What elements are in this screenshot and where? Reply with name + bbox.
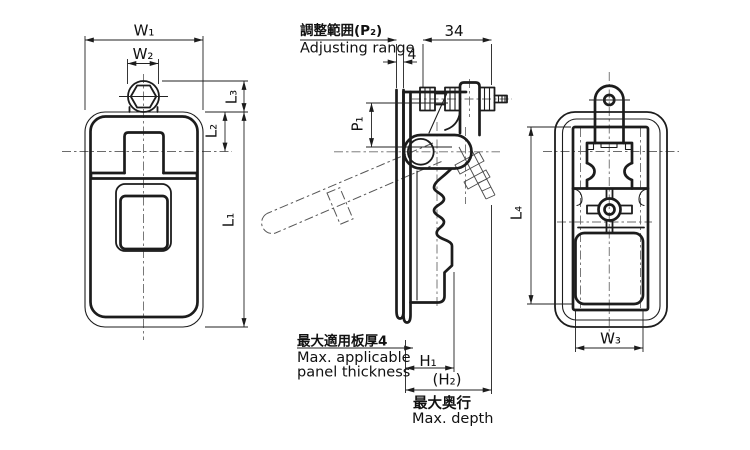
front-view: W₁ W₂ L₃ L₂ L₁ xyxy=(62,22,248,340)
side-view: 調整範囲(P₂) Adjusting range 34 4 P₁ 最大適用板厚4… xyxy=(261,22,512,427)
adjusting-range-en: Adjusting range xyxy=(300,41,415,57)
keeper-cam-profile xyxy=(585,161,634,190)
front-body-inner xyxy=(89,115,199,319)
dim-label-4: 4 xyxy=(408,47,417,63)
rear-view: L₄ W₃ xyxy=(508,72,679,352)
bracket-slant-line xyxy=(428,92,448,134)
rivet-ring xyxy=(597,197,622,222)
w1-extension-lines xyxy=(84,36,204,110)
front-crossband xyxy=(89,171,199,180)
rear-body-outer xyxy=(554,111,668,328)
housing-profile xyxy=(409,167,454,304)
pivot-boss xyxy=(406,138,435,166)
l-extension-lines xyxy=(162,80,248,328)
h-extension-lines xyxy=(405,205,492,394)
tilted-bolt-nut-1 xyxy=(454,151,485,175)
arm-fillet xyxy=(444,111,461,131)
front-body-outer xyxy=(84,111,204,328)
bolt-thread-ticks xyxy=(497,94,506,104)
max-depth-en: Max. depth xyxy=(412,411,493,427)
front-button-bezel xyxy=(115,183,172,252)
phantom-arm-end-cap xyxy=(261,213,276,234)
dim-label-l2: L₂ xyxy=(203,124,221,138)
tilted-bolt-nut-2 xyxy=(463,169,491,190)
bolt-nut-mid xyxy=(444,86,461,112)
dim-label-h2: (H₂) xyxy=(433,371,462,389)
front-eyelet-tab xyxy=(128,106,159,113)
rear-opening-centerlines xyxy=(580,128,641,308)
dim-label-l4: L₄ xyxy=(508,206,526,220)
dim-label-34: 34 xyxy=(444,22,463,40)
bolt-nut-right-faces xyxy=(483,86,491,112)
rivet-side-arms xyxy=(586,204,633,215)
bolt-nut-right xyxy=(478,86,496,112)
rear-mounting-tab xyxy=(593,84,625,145)
keeper-ears xyxy=(572,188,649,207)
rivet-vertical-stems xyxy=(605,187,614,234)
bolt-shaft xyxy=(434,92,446,106)
max-panel-jp: 最大適用板厚4 xyxy=(297,333,387,350)
rivet-hole xyxy=(603,203,616,216)
keeper-corner-notches xyxy=(586,142,633,151)
top-extension-lines xyxy=(396,44,492,88)
bolt-nut-mid-faces xyxy=(449,86,456,112)
lower-pad xyxy=(574,231,645,306)
dim-label-l3: L₃ xyxy=(223,90,241,104)
adjusting-arm xyxy=(458,81,481,137)
dim-label-p1: P₁ xyxy=(349,116,367,131)
rear-body-inner xyxy=(561,118,661,321)
p1-extension-lines xyxy=(366,102,452,148)
dim-label-w1: W₁ xyxy=(134,22,155,40)
adjusting-range-jp: 調整範囲(P₂) xyxy=(300,22,382,39)
latch-base-plate xyxy=(402,90,412,324)
dim-label-l1: L₁ xyxy=(220,213,238,227)
keeper-center-notch xyxy=(600,142,618,149)
front-t-slot xyxy=(123,131,165,175)
keeper-plate xyxy=(585,141,634,165)
w3-extension-lines xyxy=(575,309,644,352)
dim-label-w3: W₃ xyxy=(600,330,621,348)
max-panel-en-1: Max. applicable xyxy=(297,350,411,366)
l4-extension-lines xyxy=(527,126,573,305)
front-button xyxy=(119,194,169,251)
bolt-nut-left-faces xyxy=(424,86,431,112)
phantom-arm-edge-lower xyxy=(275,161,442,234)
phantom-arm-nut xyxy=(326,187,354,225)
tilted-bolt-threads xyxy=(477,178,496,200)
dim-label-w2: W₂ xyxy=(133,45,154,63)
max-depth-jp: 最大奥行 xyxy=(413,394,471,412)
dim-label-h1: H₁ xyxy=(419,352,436,370)
pivot-hub xyxy=(402,133,473,170)
max-panel-en-2: panel thickness xyxy=(297,365,410,381)
rear-opening xyxy=(571,125,650,312)
bolt-nut-left xyxy=(419,86,436,112)
